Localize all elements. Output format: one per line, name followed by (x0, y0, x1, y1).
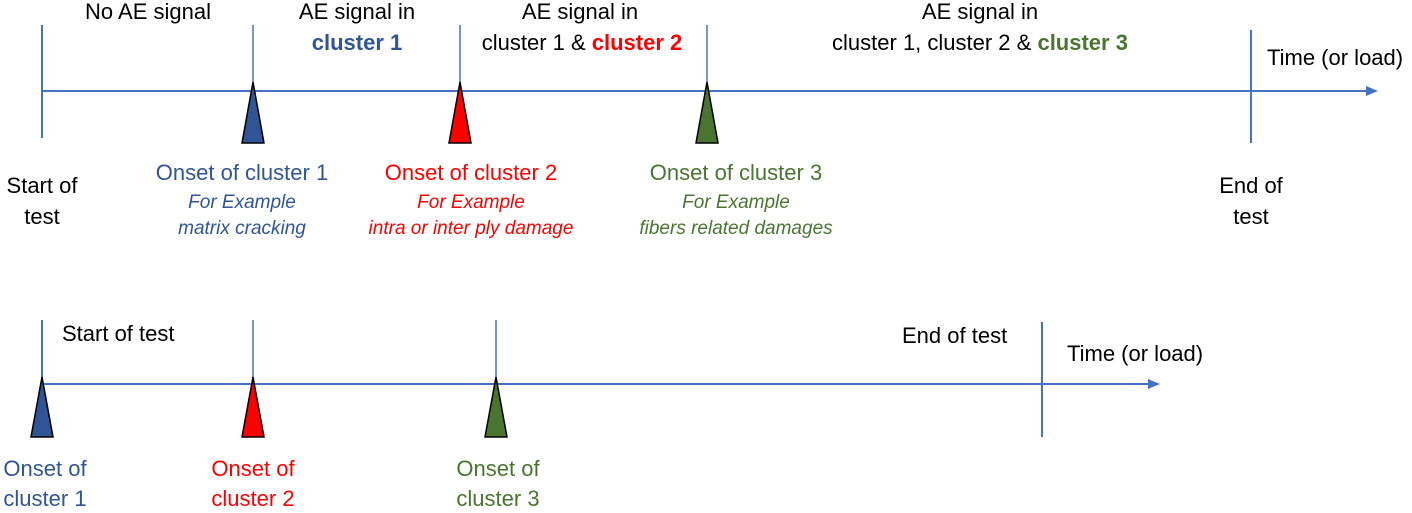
bottom-onset-3-line1: Onset of (456, 456, 540, 481)
onset-2-example-label: For Example (417, 192, 525, 213)
bottom-start-label: Start of test (62, 321, 175, 346)
bottom-onset-1-line2: cluster 1 (3, 486, 86, 511)
phase-3-label-line2: cluster 1, cluster 2 & cluster 3 (832, 30, 1128, 55)
bottom-onset-3-line2: cluster 3 (456, 486, 539, 511)
onset-3-title: Onset of cluster 3 (650, 160, 822, 185)
top-onset-marker-cluster-3 (695, 81, 719, 144)
onset-3-example-label: For Example (682, 192, 790, 213)
bottom-onset-marker-cluster-3 (484, 376, 508, 438)
phase-3-label-prefix: cluster 1, cluster 2 & (832, 30, 1037, 55)
onset-2-example-desc: intra or inter ply damage (369, 218, 574, 239)
bottom-end-label: End of test (902, 323, 1007, 348)
top-start-label-line1: Start of (7, 173, 79, 198)
phase-no-signal-label: No AE signal (85, 0, 211, 24)
top-time-label: Time (or load) (1267, 45, 1403, 70)
onset-2-title: Onset of cluster 2 (385, 160, 557, 185)
phase-3-label-cluster-3: cluster 3 (1037, 30, 1128, 55)
top-end-label-line2: test (1233, 204, 1268, 229)
phase-3-label-line1: AE signal in (922, 0, 1038, 24)
top-onset-marker-cluster-1 (241, 81, 265, 144)
top-start-label-line2: test (24, 204, 59, 229)
bottom-onset-1-line1: Onset of (3, 456, 87, 481)
phase-1-label-cluster-1: cluster 1 (312, 30, 403, 55)
phase-2-label-line1: AE signal in (522, 0, 638, 24)
bottom-onset-marker-cluster-1 (30, 376, 54, 438)
top-end-label-line1: End of (1219, 173, 1283, 198)
phase-2-label-cluster-2: cluster 2 (592, 30, 683, 55)
onset-3-example-desc: fibers related damages (639, 218, 833, 239)
onset-1-title: Onset of cluster 1 (156, 160, 328, 185)
bottom-onset-marker-cluster-2 (241, 376, 265, 438)
onset-1-example-desc: matrix cracking (178, 218, 306, 239)
bottom-onset-2-line2: cluster 2 (211, 486, 294, 511)
phase-2-label-line2: cluster 1 & cluster 2 (482, 30, 683, 55)
onset-1-example-label: For Example (188, 192, 296, 213)
phase-2-label-prefix: cluster 1 & (482, 30, 592, 55)
phase-1-label-line1: AE signal in (299, 0, 415, 24)
top-onset-marker-cluster-2 (448, 81, 472, 144)
bottom-time-label: Time (or load) (1067, 341, 1203, 366)
bottom-onset-2-line1: Onset of (211, 456, 295, 481)
